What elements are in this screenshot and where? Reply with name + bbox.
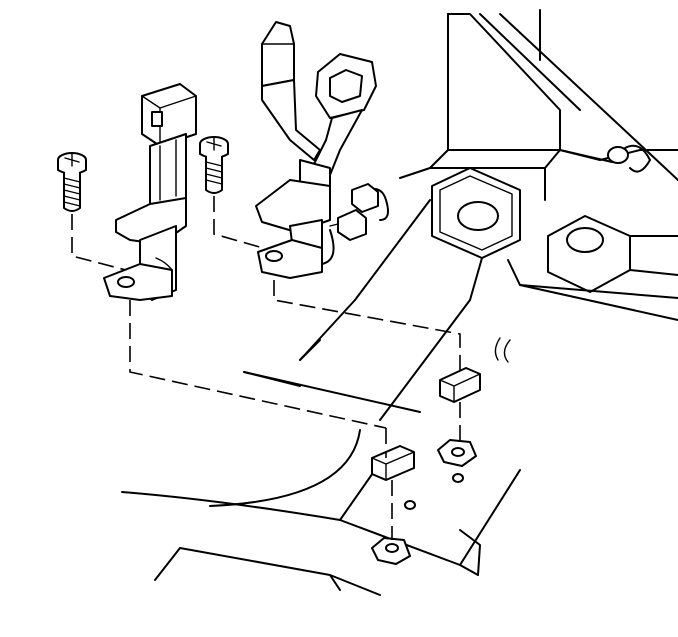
screw-left xyxy=(57,152,127,271)
vehicle-structure xyxy=(121,9,678,596)
screw-right xyxy=(199,136,271,251)
nut-plate-right xyxy=(439,367,481,440)
seat-belt-buckle-right xyxy=(255,21,461,372)
nut-plate-left xyxy=(371,428,415,540)
seat-belt-buckle-left xyxy=(103,83,387,429)
